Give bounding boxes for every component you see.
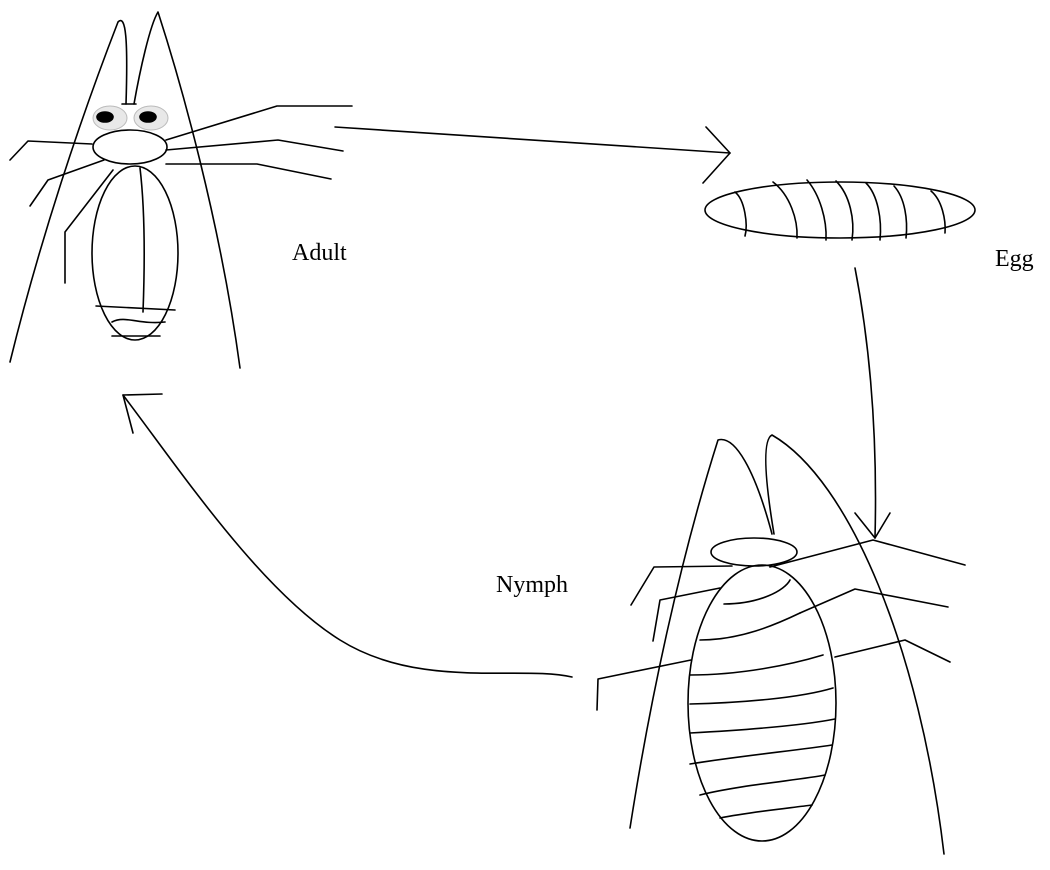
adult-right-leg-2 bbox=[166, 140, 343, 151]
nymph-left-antenna bbox=[630, 440, 772, 828]
adult-left-leg-2 bbox=[30, 160, 104, 206]
adult-left-leg-3 bbox=[65, 170, 113, 283]
arrow-egg-to-nymph bbox=[855, 268, 890, 538]
nymph-label: Nymph bbox=[496, 573, 568, 597]
nymph-right-leg-2 bbox=[800, 589, 948, 613]
adult-right-antenna bbox=[134, 12, 240, 368]
nymph-left-leg-2 bbox=[653, 588, 720, 641]
egg-drawing bbox=[705, 180, 975, 240]
adult-right-leg-3 bbox=[166, 164, 331, 179]
egg-label: Egg bbox=[995, 247, 1034, 271]
adult-abdomen bbox=[92, 166, 178, 340]
nymph-right-antenna bbox=[766, 435, 944, 854]
adult-left-antenna bbox=[10, 21, 127, 362]
arrow-nymph-to-adult bbox=[123, 394, 572, 677]
adult-eyes bbox=[93, 106, 168, 130]
adult-head bbox=[93, 130, 167, 164]
adult-label: Adult bbox=[292, 241, 347, 265]
adult-left-leg-1 bbox=[10, 141, 92, 160]
nymph-left-leg-3 bbox=[597, 660, 691, 710]
nymph-head bbox=[711, 538, 797, 566]
nymph-cockroach-drawing bbox=[597, 435, 965, 854]
arrow-adult-to-egg bbox=[335, 127, 730, 183]
nymph-right-leg-1 bbox=[770, 540, 965, 567]
nymph-right-leg-3 bbox=[835, 640, 950, 662]
adult-cockroach-drawing bbox=[10, 12, 352, 368]
